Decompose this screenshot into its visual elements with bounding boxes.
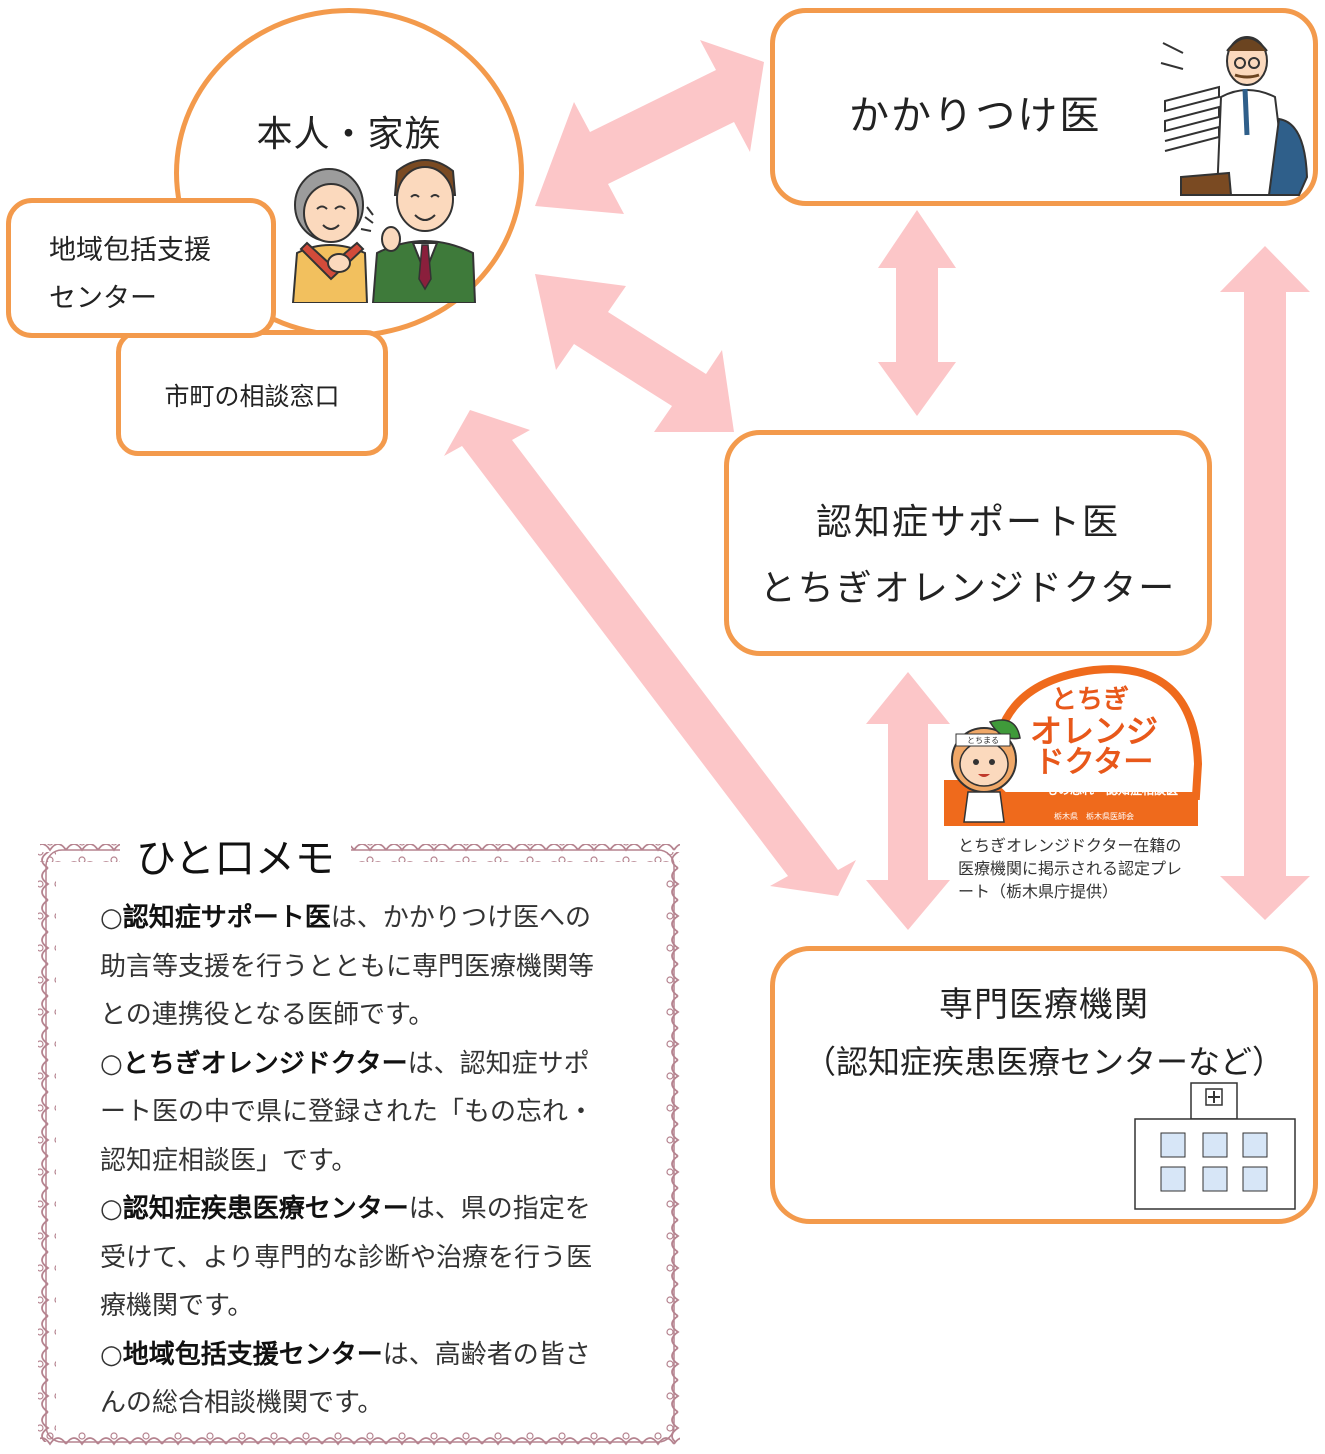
memo-body: ○認知症サポート医は、かかりつけ医への助言等支援を行うとともに専門医療機関等との… [100, 894, 610, 1428]
plate-logo-line3: ドクター [1035, 745, 1154, 780]
gp-node: かかりつけ医 [770, 8, 1318, 206]
arrow-gp-support [878, 210, 956, 416]
specialist-title: 専門医療機関 [939, 985, 1149, 1025]
memo-term: とちぎオレンジドクター [122, 1048, 408, 1079]
plate-caption-line: ート（栃木県庁提供） [958, 882, 1119, 901]
plate-caption-line: とちぎオレンジドクター在籍の [958, 836, 1182, 855]
support-doctor-node: 認知症サポート医 とちぎオレンジドクター [724, 430, 1212, 656]
specialist-node: 専門医療機関 （認知症疾患医療センターなど） [770, 946, 1318, 1224]
mascot-badge: とちまる [967, 736, 999, 745]
plate-logo-line2: オレンジ [1030, 712, 1158, 750]
support-doctor-label: 認知症サポート医 [815, 502, 1120, 543]
memo-text: は、高齢者の皆さんの総合相談機関です。 [100, 1339, 591, 1419]
person-family-label: 本人・家族 [256, 114, 442, 155]
plate-caption: とちぎオレンジドクター在籍の 医療機関に掲示される認定プレ ート（栃木県庁提供） [958, 834, 1228, 903]
memo-term: 地域包括支援センター [122, 1339, 383, 1370]
city-consult-node: 市町の相談窓口 [116, 330, 388, 456]
arrow-spec-city [444, 410, 856, 896]
plate-ribbon: もの忘れ・認知症相談医 [1046, 782, 1178, 797]
memo-text: は、認知症サポート医の中で県に登録された「もの忘れ・認知症相談医」です。 [100, 1048, 595, 1176]
elderly-woman-icon [291, 168, 369, 303]
hospital-icon [1134, 1082, 1296, 1210]
doctor-icon [1160, 36, 1309, 196]
arrow-support-person [535, 274, 734, 432]
memo-item: ○地域包括支援センターは、高齢者の皆さんの総合相談機関です。 [100, 1339, 591, 1419]
memo-title: ひと口メモ [120, 826, 351, 884]
orange-doctor-label: とちぎオレンジドクター [759, 568, 1177, 609]
community-center-node: 地域包括支援 センター [6, 198, 276, 338]
specialist-subtitle: （認知症疾患医療センターなど） [803, 1043, 1284, 1081]
memo-text: は、県の指定を受けて、より専門的な診断や治療を行う医療機関です。 [100, 1194, 593, 1321]
memo-term: 認知症サポート医 [122, 903, 331, 933]
plate-logo-line1: とちぎ [1051, 685, 1129, 715]
memo-term: 認知症疾患医療センター [122, 1194, 409, 1224]
arrow-support-spec [866, 672, 950, 930]
plate-footer: 栃木県 栃木県医師会 [1054, 811, 1134, 821]
tochimaru-mascot-icon: とちまる [951, 719, 1021, 823]
gp-label: かかりつけ医 [849, 93, 1102, 139]
city-consult-label: 市町の相談窓口 [164, 382, 340, 411]
memo-item: ○認知症疾患医療センターは、県の指定を受けて、より専門的な診断や治療を行う医療機… [100, 1194, 593, 1321]
arrow-gp-spec [1220, 246, 1310, 920]
memo-item: ○とちぎオレンジドクターは、認知症サポート医の中で県に登録された「もの忘れ・認知… [100, 1048, 595, 1176]
memo-item: ○認知症サポート医は、かかりつけ医への助言等支援を行うとともに専門医療機関等との… [100, 903, 595, 1030]
plate-caption-line: 医療機関に掲示される認定プレ [958, 859, 1183, 878]
community-center-label-line2: センター [49, 283, 157, 314]
man-icon [360, 159, 477, 303]
community-center-label-line1: 地域包括支援 [49, 235, 211, 266]
memo-text: は、かかりつけ医への助言等支援を行うとともに専門医療機関等との連携役となる医師で… [100, 903, 595, 1030]
arrow-gp-person [535, 40, 764, 214]
orange-doctor-plate: とちぎ オレンジ ドクター もの忘れ・認知症相談医 栃木県 栃木県医師会 とちま… [944, 665, 1203, 826]
